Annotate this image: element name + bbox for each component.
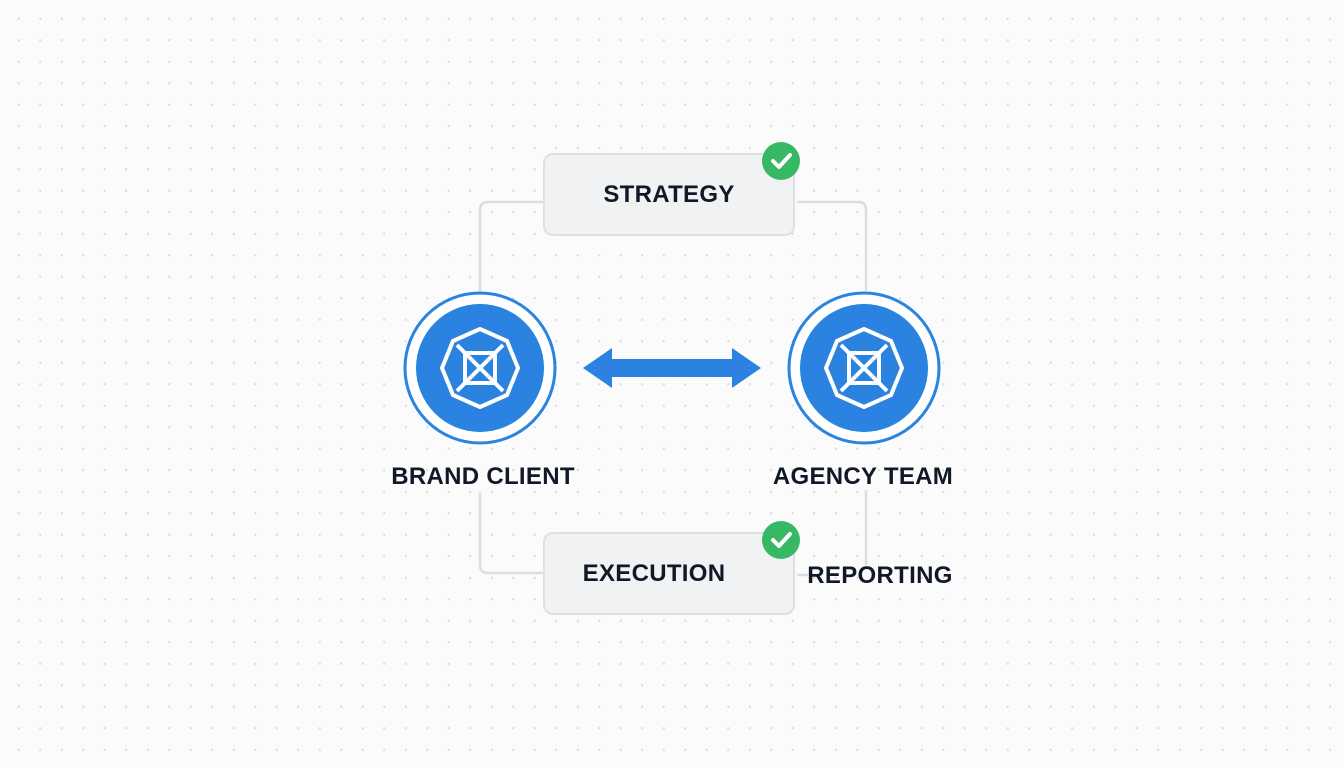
step-execution[interactable]: EXECUTION	[543, 532, 795, 615]
line-strategy-agency	[797, 200, 868, 291]
bidirectional-arrow	[583, 348, 761, 388]
step-label: STRATEGY	[603, 180, 735, 208]
line-brand-strategy	[478, 200, 543, 291]
step-strategy[interactable]: STRATEGY	[543, 153, 795, 236]
node-label: AGENCY TEAM	[772, 463, 954, 490]
line-brand-execution	[478, 492, 543, 575]
node-agency-team[interactable]	[787, 291, 941, 445]
check-icon	[762, 142, 800, 180]
node-label: BRAND CLIENT	[391, 463, 575, 490]
node-brand-client[interactable]	[403, 291, 557, 445]
step-label: EXECUTION	[582, 559, 726, 587]
step-reporting[interactable]: REPORTING	[807, 562, 953, 589]
hub-icon	[787, 291, 941, 445]
hub-icon	[403, 291, 557, 445]
check-icon	[762, 521, 800, 559]
